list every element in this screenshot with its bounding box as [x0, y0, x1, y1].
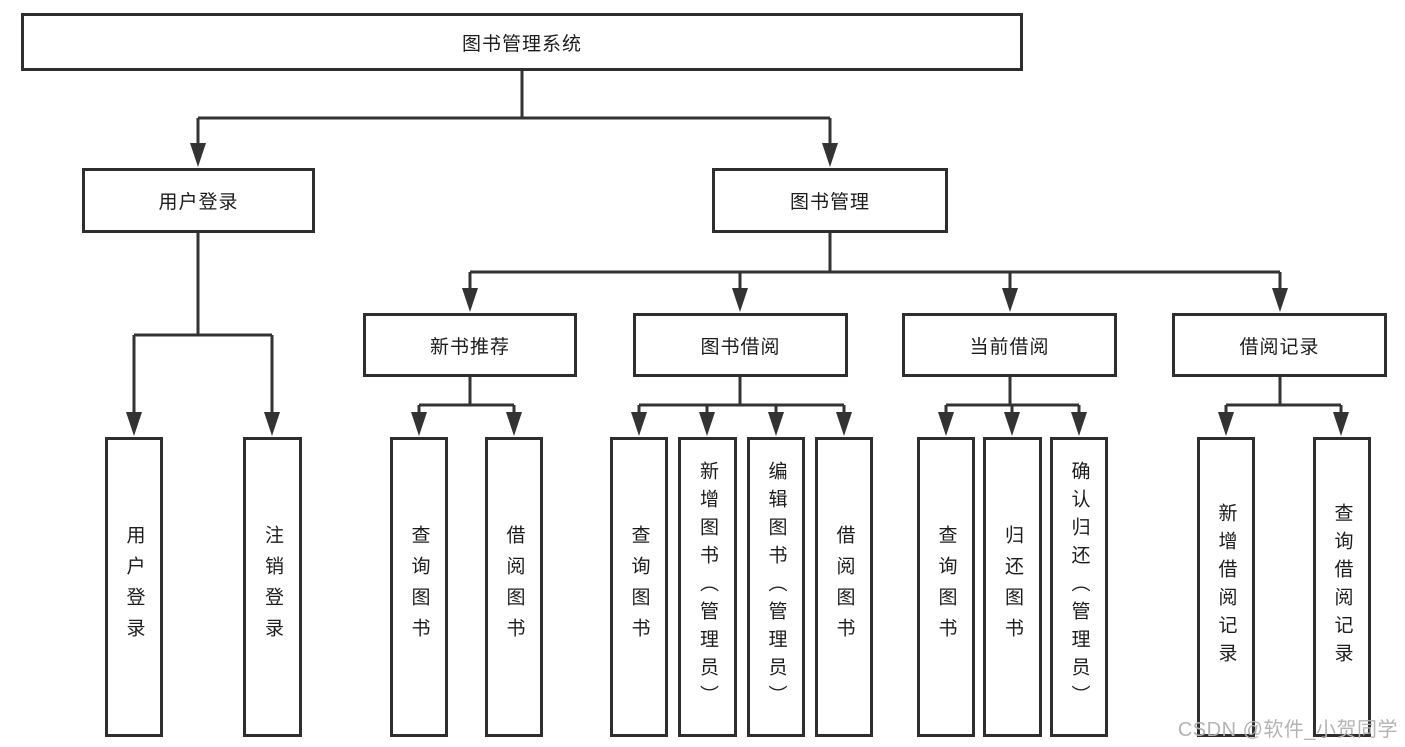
node-label: 借阅图书 — [503, 525, 525, 649]
arrow-down-icon — [1071, 412, 1087, 436]
node-label: 注销登录 — [262, 525, 283, 649]
node-label: 新增借阅记录 — [1215, 503, 1237, 671]
leaf-borrow-books: 借阅图书 — [815, 437, 873, 737]
arrow-down-icon — [1004, 412, 1020, 436]
arrowheads — [126, 143, 1349, 436]
node-label: 用户登录 — [123, 525, 145, 649]
node-label: 编辑图书（管理员） — [765, 461, 787, 713]
arrow-down-icon — [768, 412, 784, 436]
csdn-watermark: CSDN @软件_小贺同学 — [1177, 719, 1398, 741]
arrow-down-icon — [190, 143, 206, 167]
node-label: 新增图书（管理员） — [697, 461, 718, 713]
node-label: 当前借阅 — [969, 336, 1050, 358]
arrow-down-icon — [411, 412, 427, 436]
arrow-down-icon — [938, 412, 954, 436]
leaf-query-borrow-record: 查询借阅记录 — [1313, 437, 1371, 737]
node-label: 查询借阅记录 — [1331, 503, 1353, 671]
node-borrowing-records: 借阅记录 — [1172, 313, 1387, 377]
arrow-down-icon — [836, 412, 852, 436]
arrow-down-icon — [264, 412, 280, 436]
node-label: 图书管理 — [789, 192, 870, 213]
leaf-edit-books-admin: 编辑图书（管理员） — [747, 437, 805, 737]
arrow-down-icon — [1218, 412, 1234, 436]
node-new-book-recommendation: 新书推荐 — [363, 313, 577, 377]
arrow-down-icon — [462, 288, 478, 312]
leaf-query-books-recommend: 查询图书 — [390, 437, 448, 737]
arrow-down-icon — [822, 143, 838, 167]
node-label: 确认归还（管理员） — [1068, 461, 1090, 713]
leaf-logout: 注销登录 — [243, 437, 302, 737]
node-label: 查询图书 — [628, 525, 650, 649]
node-label: 借阅记录 — [1239, 336, 1320, 358]
node-current-borrowing: 当前借阅 — [902, 313, 1117, 377]
node-user-login: 用户登录 — [82, 168, 315, 233]
leaf-borrow-books-recommend: 借阅图书 — [485, 437, 543, 737]
arrow-down-icon — [126, 412, 142, 436]
leaf-add-books-admin: 新增图书（管理员） — [678, 437, 737, 737]
arrow-down-icon — [1002, 288, 1018, 312]
node-book-management: 图书管理 — [712, 168, 948, 233]
node-label: 查询图书 — [935, 525, 957, 649]
node-label: 归还图书 — [1002, 525, 1023, 649]
connector-lines — [132, 71, 1343, 416]
node-label: 图书借阅 — [700, 336, 781, 358]
node-label: 新书推荐 — [429, 336, 510, 358]
leaf-confirm-return-admin: 确认归还（管理员） — [1050, 437, 1108, 737]
leaf-query-books-borrow: 查询图书 — [610, 437, 668, 737]
arrow-down-icon — [1272, 288, 1288, 312]
node-label: 借阅图书 — [833, 525, 855, 649]
node-library-management-system: 图书管理系统 — [21, 13, 1023, 71]
leaf-query-books-current: 查询图书 — [917, 437, 975, 737]
arrow-down-icon — [506, 412, 522, 436]
node-book-borrowing: 图书借阅 — [633, 313, 848, 377]
leaf-return-books: 归还图书 — [983, 437, 1042, 737]
node-label: 查询图书 — [408, 525, 430, 649]
arrow-down-icon — [732, 288, 748, 312]
arrow-down-icon — [699, 412, 715, 436]
leaf-user-login: 用户登录 — [105, 437, 163, 737]
leaf-add-borrow-record: 新增借阅记录 — [1197, 437, 1255, 737]
arrow-down-icon — [631, 412, 647, 436]
arrow-down-icon — [1333, 412, 1349, 436]
node-label: 图书管理系统 — [461, 33, 582, 55]
node-label: 用户登录 — [158, 192, 239, 213]
